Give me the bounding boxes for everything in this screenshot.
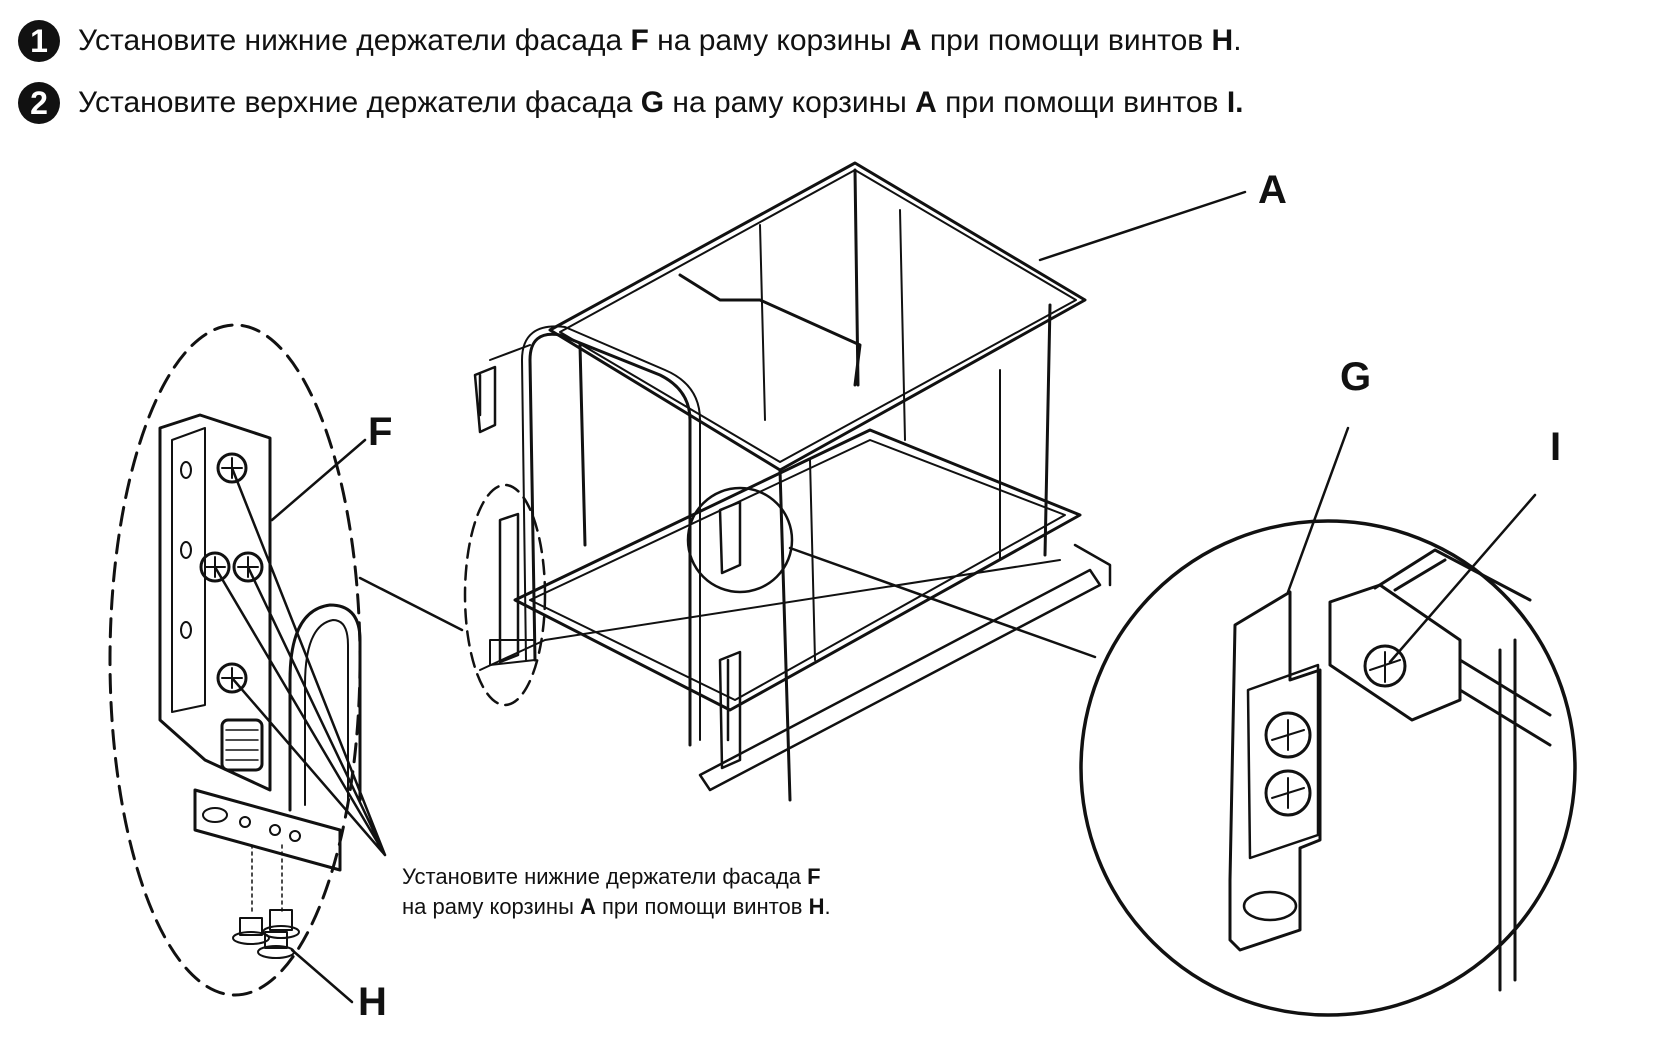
label-f: F [368, 410, 393, 454]
leader-i [1388, 493, 1537, 664]
label-i: I [1550, 425, 1562, 469]
screw-icon [1264, 769, 1312, 817]
screw-h-icon [262, 909, 300, 939]
screws-note: Установите нижние держатели фасада F на … [402, 862, 831, 922]
bracket-g-detail [1228, 548, 1552, 992]
step-1-text: Установите нижние держатели фасада F на … [78, 24, 1242, 57]
screw-i-icon [1363, 644, 1407, 688]
label-h: H [358, 980, 387, 1024]
label-g: G [1340, 355, 1372, 399]
step-2: 2 Установите верхние держатели фасада G … [18, 82, 1243, 124]
note-line-1: Установите нижние держатели фасада F [402, 864, 821, 889]
step-1-number: 1 [18, 20, 60, 62]
screw-h-icon [232, 917, 270, 945]
step-1: 1 Установите нижние держатели фасада F н… [18, 20, 1242, 62]
small-detail-marker [463, 483, 547, 707]
leader-g [1286, 426, 1350, 594]
detail-g-circle [1079, 519, 1577, 1017]
basket-frame [473, 161, 1112, 802]
leader-a [1038, 190, 1247, 262]
screw-icon [1264, 711, 1312, 759]
leader-screws [213, 466, 387, 857]
leader-h [290, 948, 354, 1004]
screw-h-icon [257, 931, 295, 959]
step-2-text: Установите верхние держатели фасада G на… [78, 86, 1244, 119]
step-2-number: 2 [18, 82, 60, 124]
label-a: A [1258, 168, 1287, 212]
leader-f [270, 438, 367, 522]
g-detail-marker [686, 486, 794, 594]
note-line-2: на раму корзины A при помощи винтов H. [402, 894, 831, 919]
bracket-f-detail [158, 413, 362, 959]
